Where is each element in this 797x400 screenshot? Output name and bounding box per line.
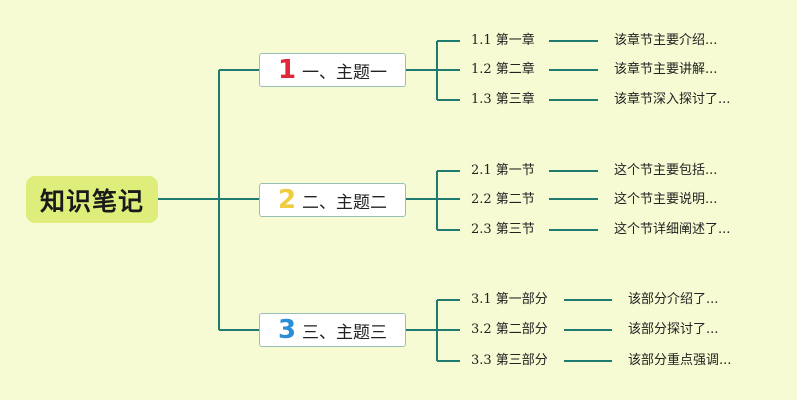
subtopic-title[interactable]: 2.1 第一节 [471,163,535,178]
subtopic-title[interactable]: 2.3 第三节 [471,222,535,237]
subtopic-desc[interactable]: 这个节主要说明... [614,192,718,207]
topic-label: 三、主题三 [302,322,388,343]
subtopic-desc[interactable]: 这个节主要包括... [614,163,718,178]
number-badge-2: 2 [277,185,297,215]
subtopic-title[interactable]: 1.2 第二章 [471,62,535,77]
number-badge-1: 1 [277,55,297,85]
subtopic-desc[interactable]: 该章节主要介绍... [614,33,718,48]
subtopic-title[interactable]: 1.3 第三章 [471,92,535,107]
root-node[interactable]: 知识笔记 [26,176,158,223]
topic-node-3[interactable]: 3 三、主题三 [259,313,406,347]
subtopic-title[interactable]: 3.3 第三部分 [471,353,548,368]
topic-label: 二、主题二 [302,192,388,213]
subtopic-desc[interactable]: 该部分重点强调... [628,353,732,368]
topic-2-leaf-lines [549,170,598,231]
subtopic-desc[interactable]: 该部分介绍了... [628,292,719,307]
subtopic-desc[interactable]: 该章节深入探讨了... [614,92,731,107]
subtopic-title[interactable]: 3.1 第一部分 [471,292,548,307]
topic-label: 一、主题一 [302,62,388,83]
topic-node-2[interactable]: 2 二、主题二 [259,183,406,217]
topic-3-leaf-lines [564,299,612,362]
topic-1-branch [406,40,460,101]
topic-node-1[interactable]: 1 一、主题一 [259,53,406,87]
subtopic-title[interactable]: 1.1 第一章 [471,33,535,48]
topic-2-branch [406,170,460,231]
subtopic-title[interactable]: 2.2 第二节 [471,192,535,207]
root-label: 知识笔记 [39,186,144,216]
subtopic-title[interactable]: 3.2 第二部分 [471,322,548,337]
subtopic-desc[interactable]: 该章节主要讲解... [614,62,718,77]
topic-1-leaf-lines [549,40,598,101]
topic-3-branch [406,299,460,362]
subtopic-desc[interactable]: 该部分探讨了... [628,322,719,337]
number-badge-3: 3 [277,315,297,345]
subtopic-desc[interactable]: 这个节详细阐述了... [614,222,731,237]
